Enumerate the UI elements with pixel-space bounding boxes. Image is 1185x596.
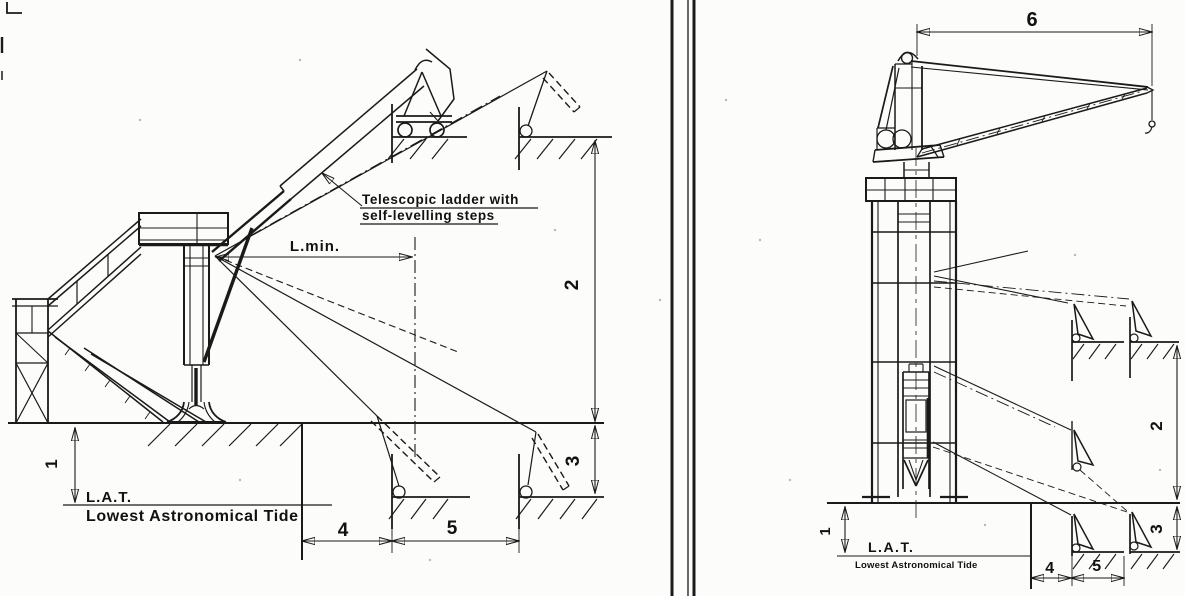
- dimension-6-label: 6: [1026, 9, 1037, 31]
- callout-leader: [322, 173, 363, 207]
- wheel: [1072, 462, 1082, 472]
- dimension-3: 3: [563, 426, 595, 493]
- gangway-end-bracket: [1073, 429, 1095, 467]
- dimension-2-label: 2: [1147, 421, 1166, 430]
- telescopic-carriage: [902, 363, 930, 489]
- dimension-3-label: 3: [563, 456, 584, 467]
- dimension-5-label: 5: [1092, 558, 1102, 575]
- position-upper-1: [1071, 303, 1124, 381]
- dimension-5-label: 5: [447, 518, 458, 539]
- tower: [862, 148, 968, 518]
- deck-hatch-marks: [387, 138, 449, 160]
- wheel: [1071, 333, 1081, 343]
- right-view: 6: [817, 9, 1180, 589]
- wheel: [1129, 541, 1139, 551]
- position-lower-2: [1129, 511, 1180, 570]
- callout-line1: Telescopic ladder with: [362, 192, 519, 207]
- telescopic-ladder: [211, 48, 455, 262]
- hook-icon: [1144, 126, 1153, 134]
- dimension-4-label: 4: [338, 520, 349, 541]
- gangway-end-bracket: [1073, 303, 1095, 341]
- dimension-lmin: L.min.: [216, 238, 412, 257]
- dimension-5: 5: [392, 518, 519, 553]
- lat-labels: L.A.T. Lowest Astronomical Tide: [86, 489, 299, 525]
- stair-treads: [64, 347, 151, 420]
- lat-full-label: Lowest Astronomical Tide: [855, 560, 978, 571]
- ladder-head-cap: [414, 59, 433, 71]
- dimension-4-right: 4: [1031, 556, 1073, 586]
- deck-hatch-marks: [388, 498, 449, 520]
- pedestal: [166, 245, 227, 423]
- swing-range-lines-right: [932, 250, 1130, 516]
- view-divider: [670, 0, 696, 596]
- jib: [910, 60, 1156, 158]
- dimension-2-right: 2: [1147, 346, 1177, 499]
- dimension-1: 1: [42, 428, 75, 502]
- dimension-3-label: 3: [1147, 524, 1166, 533]
- scan-artifacts: [0, 2, 1162, 562]
- platform: [138, 212, 229, 247]
- dimension-4: 4: [302, 520, 392, 553]
- hook-icon: [1148, 120, 1156, 128]
- wheel: [519, 124, 533, 138]
- lat-labels-right: L.A.T. Lowest Astronomical Tide: [855, 539, 978, 571]
- dimension-1-right: 1: [817, 507, 845, 552]
- ship-position-lower-2-ghost: [515, 431, 604, 529]
- stairway: [47, 218, 207, 423]
- deck-hatch-marks: [514, 138, 598, 160]
- left-view: L.min. 1 2 3 4 5 L.A.T.: [8, 48, 612, 560]
- wheel: [1129, 333, 1139, 343]
- callout-line2: self-levelling steps: [362, 208, 495, 223]
- mast-head: [872, 51, 945, 178]
- position-middle: [1071, 421, 1095, 472]
- step-cage: [425, 48, 455, 122]
- quay-hatch-marks: [147, 423, 303, 447]
- dimension-1-label: 1: [817, 526, 834, 535]
- gangway-end-bracket: [1131, 300, 1153, 338]
- luffing-cylinder: [202, 227, 254, 363]
- wheel: [519, 485, 533, 499]
- position-lower-1: [1071, 513, 1124, 570]
- gangway-end-bracket: [1073, 513, 1095, 551]
- lat-abbr-label: L.A.T.: [86, 489, 132, 506]
- ship-position-upper-2-ghost: [514, 70, 612, 170]
- dimension-2: 2: [562, 141, 595, 421]
- deck-hatch-marks: [515, 498, 598, 520]
- access-tower: [12, 298, 58, 424]
- paper-speckles: [138, 58, 1162, 562]
- winch-drum: [876, 129, 896, 149]
- gangway-end-bracket: [1131, 511, 1153, 549]
- carriage-wheel: [429, 122, 445, 138]
- dimension-lmin-label: L.min.: [290, 238, 340, 255]
- carriage-wheel: [397, 122, 413, 138]
- position-upper-2: [1129, 300, 1179, 378]
- dimension-3-right: 3: [1147, 507, 1177, 549]
- dimension-4-label: 4: [1045, 560, 1055, 577]
- ship-positions-right: [1071, 300, 1180, 570]
- lat-full-label: Lowest Astronomical Tide: [86, 508, 299, 525]
- lat-abbr-label: L.A.T.: [868, 539, 914, 555]
- dimension-2-label: 2: [562, 280, 583, 291]
- dimension-1-label: 1: [42, 459, 61, 468]
- ship-position-lower-1-ghost: [370, 415, 470, 529]
- dimension-5-right: 5: [1071, 556, 1124, 586]
- jib-tip: [1146, 86, 1155, 94]
- swing-range-lines: [214, 70, 548, 460]
- wheel: [1071, 543, 1081, 553]
- ship-position-upper-1: [387, 71, 467, 163]
- dimension-6: 6: [917, 9, 1152, 86]
- callout-telescopic-ladder: Telescopic ladder with self-levelling st…: [322, 173, 538, 225]
